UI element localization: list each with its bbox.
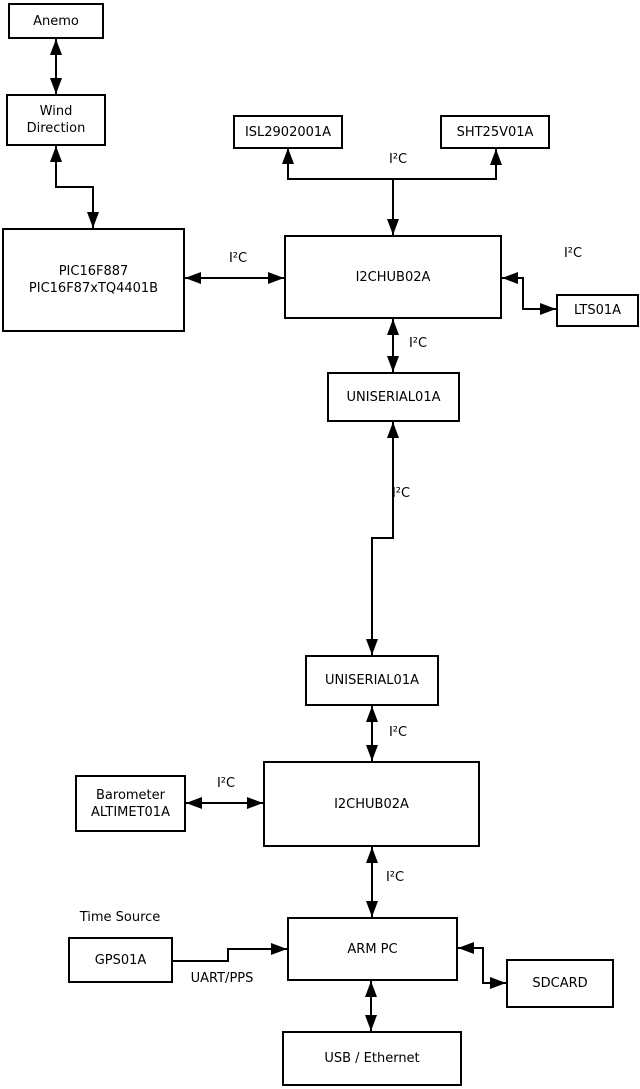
box-barometer-line2: ALTIMET01A bbox=[91, 804, 170, 820]
box-usb-ethernet: USB / Ethernet bbox=[282, 1031, 462, 1086]
edge-hub1-uniserial1 bbox=[387, 319, 399, 372]
label-time-source: Time Source bbox=[79, 910, 161, 925]
box-pic-line2: PIC16F87xTQ4401B bbox=[28, 281, 159, 296]
box-i2chub-1-label: I2CHUB02A bbox=[355, 269, 431, 285]
edge-uniserial1-uniserial2 bbox=[366, 422, 399, 655]
label-i2c-hub2-armpc: I²C bbox=[385, 870, 405, 885]
label-i2c-hub1-lts: I²C bbox=[563, 246, 583, 261]
label-uart-pps: UART/PPS bbox=[190, 971, 254, 986]
label-i2c-top-bus: I²C bbox=[388, 152, 408, 167]
box-barometer-line1: Barometer bbox=[96, 787, 165, 803]
box-uniserial-1-label: UNISERIAL01A bbox=[346, 389, 441, 405]
box-gps: GPS01A bbox=[68, 937, 173, 983]
box-gps-label: GPS01A bbox=[94, 952, 147, 968]
edge-wind-pic bbox=[50, 146, 99, 228]
box-isl: ISL2902001A bbox=[233, 115, 343, 149]
edge-armpc-sdcard bbox=[458, 942, 506, 989]
box-barometer: Barometer ALTIMET01A bbox=[75, 775, 186, 832]
label-i2c-uniserial2-hub2: I²C bbox=[388, 725, 408, 740]
box-i2chub-2-label: I2CHUB02A bbox=[334, 796, 409, 812]
label-i2c-long-link: I²C bbox=[391, 486, 411, 501]
edge-hub2-armpc bbox=[366, 847, 378, 917]
box-armpc-label: ARM PC bbox=[347, 941, 398, 957]
label-i2c-baro-hub2: I²C bbox=[216, 776, 236, 791]
box-uniserial-2-label: UNISERIAL01A bbox=[325, 673, 419, 688]
box-i2chub-2: I2CHUB02A bbox=[263, 761, 480, 847]
box-lts-label: LTS01A bbox=[573, 303, 622, 318]
box-wind-direction-line2: Direction bbox=[26, 121, 86, 136]
box-sdcard: SDCARD bbox=[506, 959, 614, 1008]
box-usb-ethernet-label: USB / Ethernet bbox=[324, 1051, 420, 1066]
box-lts: LTS01A bbox=[556, 294, 639, 327]
box-uniserial-2: UNISERIAL01A bbox=[305, 655, 439, 706]
box-pic-line1: PIC16F887 bbox=[58, 264, 129, 279]
edge-uniserial2-hub2 bbox=[366, 706, 378, 761]
edge-pic-hub1 bbox=[185, 272, 284, 284]
box-isl-label: ISL2902001A bbox=[244, 124, 332, 140]
box-sdcard-label: SDCARD bbox=[532, 976, 588, 991]
edge-hub1-lts bbox=[502, 272, 556, 315]
edge-hub1-sensors-bus bbox=[282, 148, 502, 235]
edge-armpc-usb bbox=[365, 981, 377, 1031]
edge-gps-armpc bbox=[173, 943, 287, 962]
box-wind-direction-line1: Wind bbox=[39, 104, 73, 119]
box-armpc: ARM PC bbox=[287, 917, 458, 981]
box-wind-direction: Wind Direction bbox=[6, 94, 106, 146]
edge-barometer-hub2 bbox=[186, 797, 263, 809]
edge-anemo-wind bbox=[50, 39, 62, 94]
box-i2chub-1: I2CHUB02A bbox=[284, 235, 502, 319]
label-i2c-hub1-uniserial1: I²C bbox=[408, 336, 428, 351]
box-anemo: Anemo bbox=[8, 3, 104, 39]
box-uniserial-1: UNISERIAL01A bbox=[327, 372, 460, 422]
box-sht: SHT25V01A bbox=[440, 115, 550, 149]
box-anemo-label: Anemo bbox=[33, 13, 79, 29]
box-sht-label: SHT25V01A bbox=[456, 124, 534, 140]
label-i2c-pic-hub1: I²C bbox=[228, 251, 248, 266]
box-pic: PIC16F887 PIC16F87xTQ4401B bbox=[2, 228, 185, 332]
